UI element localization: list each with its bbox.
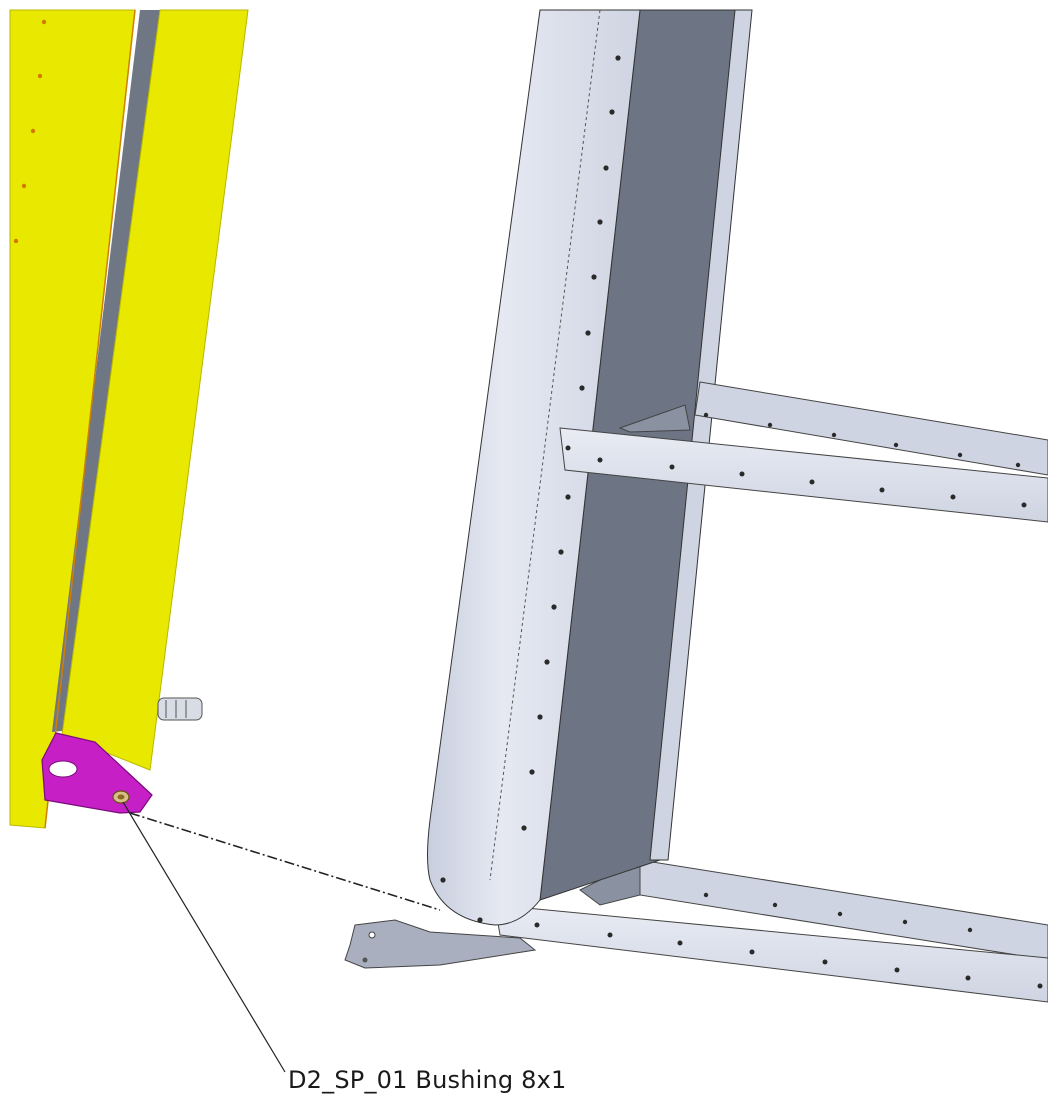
yellow-panel-edge [44,9,136,829]
magenta-bracket [41,732,153,814]
assembly-axis-line [129,812,441,911]
tube-flange [649,9,753,861]
upper-crossbar [559,381,1048,523]
yellow-panel [9,9,249,829]
yellow-panel-back [61,9,249,771]
base-plate [344,919,537,969]
fastener-small [157,697,203,721]
bracket-hole [48,760,78,778]
tube-outer-face [427,9,641,926]
yellow-panel-holes [13,19,47,244]
bushing [112,790,130,804]
yellow-panel-gray-strip [52,10,160,732]
callout-leader-line [122,801,286,1073]
callout-label: D2_SP_01 Bushing 8x1 [288,1066,567,1094]
